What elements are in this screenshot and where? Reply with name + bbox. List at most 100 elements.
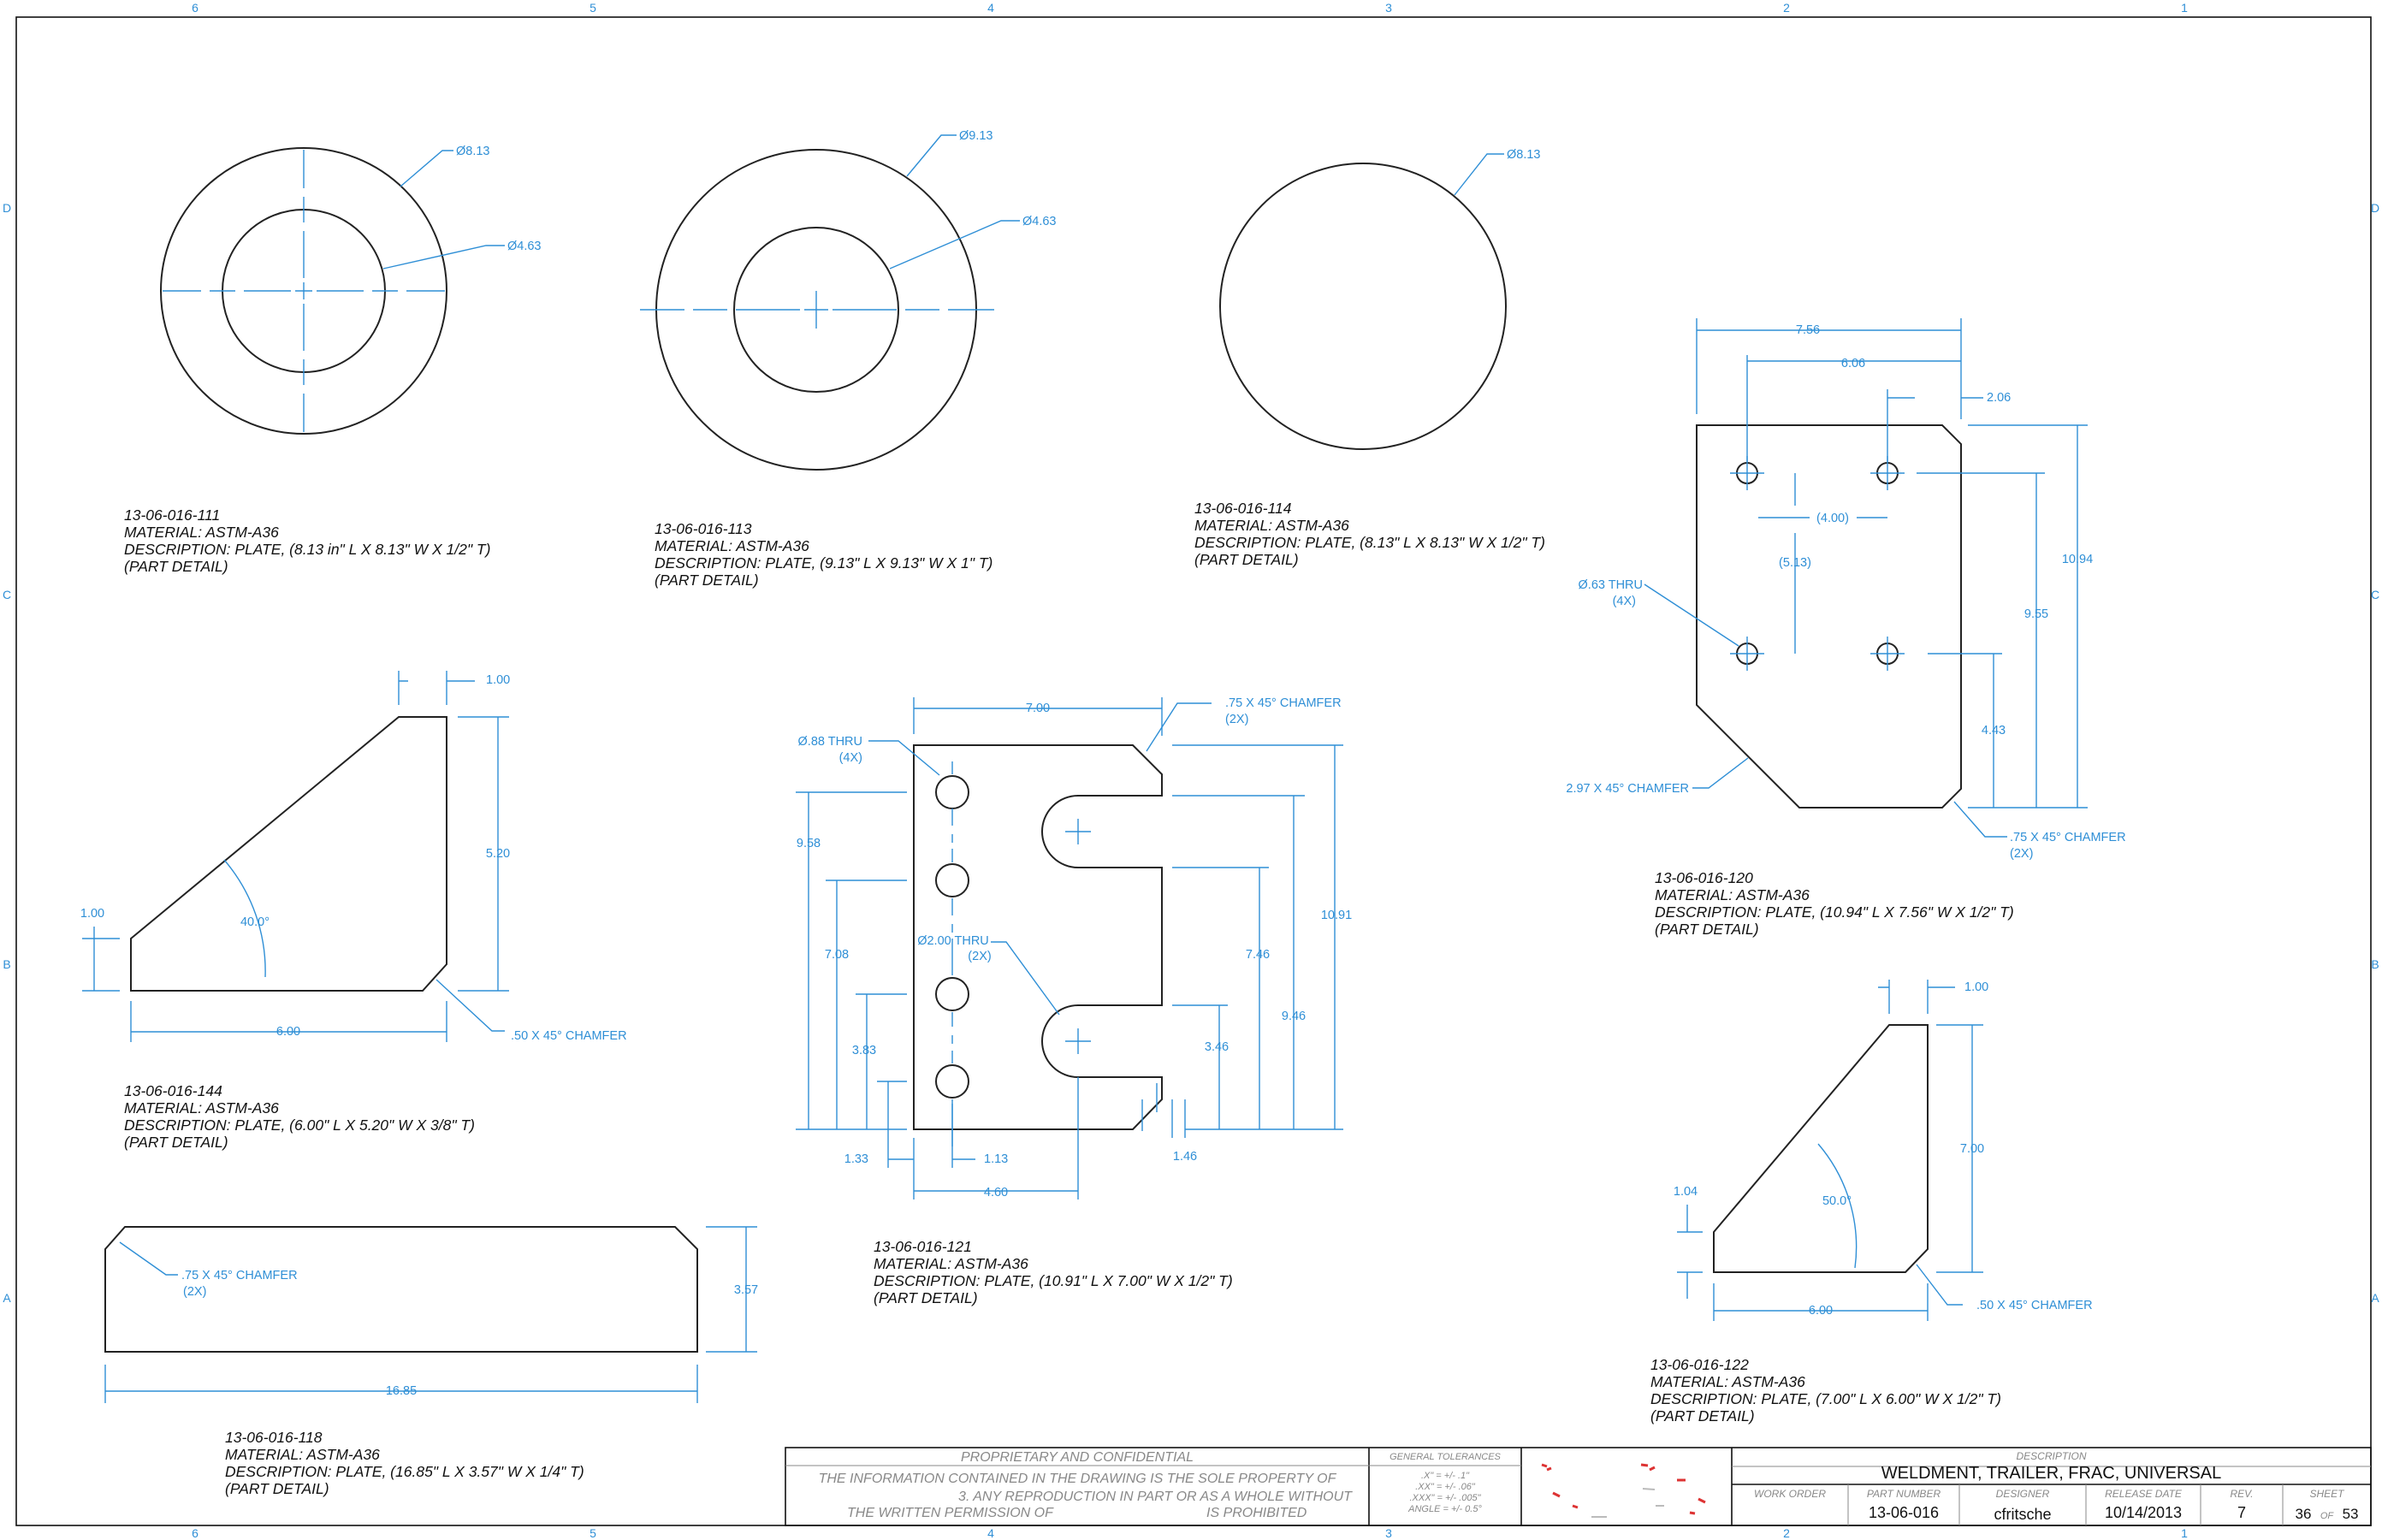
zone-row-c-left: C xyxy=(3,588,11,601)
part-113-dim-inner: Ø4.63 xyxy=(1022,215,1057,228)
part-121-dim-113: 1.13 xyxy=(984,1152,1008,1166)
tolerance-4: ANGLE = +/- 0.5° xyxy=(1408,1504,1482,1514)
part-121-hole88: Ø.88 THRU xyxy=(798,735,862,749)
part-121-hole88-qty: (4X) xyxy=(839,751,862,765)
part-122-chamfer: .50 X 45° CHAMFER xyxy=(1976,1299,2093,1312)
part-122-dim-width: 6.00 xyxy=(1809,1304,1833,1318)
part-113-number: 13-06-016-113 xyxy=(655,520,752,537)
part-122-number: 13-06-016-122 xyxy=(1650,1356,1749,1373)
part-111-centerlines xyxy=(163,150,445,432)
part-144-dim-height: 5.20 xyxy=(486,847,510,861)
part-120-material: MATERIAL: ASTM-A36 xyxy=(1655,886,1810,903)
part-120-holes xyxy=(1730,456,1905,671)
part-120-chamfer-small-leader xyxy=(1953,801,2007,838)
part-121-centerlines xyxy=(951,761,1091,1199)
part-120-label: 13-06-016-120 MATERIAL: ASTM-A36 DESCRIP… xyxy=(1655,869,2014,938)
part-113-dim-outer: Ø9.13 xyxy=(959,129,993,143)
zone-col-5-top: 5 xyxy=(590,1,596,15)
part-120-chamfer-small-qty: (2X) xyxy=(2010,847,2033,861)
part-144-material: MATERIAL: ASTM-A36 xyxy=(124,1099,279,1116)
zone-col-2-top: 2 xyxy=(1783,1,1790,15)
part-114-circle xyxy=(1219,163,1507,450)
part-120-outline xyxy=(1696,424,1962,808)
part-113-detail: (PART DETAIL) xyxy=(655,572,759,589)
zone-row-a-right: A xyxy=(2371,1291,2379,1305)
part-113-centerlines xyxy=(640,291,994,329)
part-120-dim-606: 6.06 xyxy=(1841,357,1865,370)
drawing-description: WELDMENT, TRAILER, FRAC, UNIVERSAL xyxy=(1881,1464,2222,1483)
zone-row-b-right: B xyxy=(2371,957,2379,971)
zone-col-3-bottom: 3 xyxy=(1385,1526,1392,1540)
part-113-leader-outer xyxy=(906,134,957,177)
part-121-hole88-leader xyxy=(868,740,940,776)
sheet-number: 36 xyxy=(2295,1506,2312,1522)
part-113-inner-circle xyxy=(733,227,899,393)
part-120-dims xyxy=(1696,318,2088,808)
part-118-view: .75 X 45° CHAMFER (2X) 3.57 16.85 xyxy=(104,1226,758,1403)
part-121-dims xyxy=(796,697,1343,1199)
part-121-dim-708: 7.08 xyxy=(825,948,849,962)
part-120-dim-400: (4.00) xyxy=(1816,512,1849,525)
part-114-leader xyxy=(1454,153,1504,196)
part-118-description: DESCRIPTION: PLATE, (16.85" L X 3.57" W … xyxy=(225,1463,584,1480)
zone-col-1-bottom: 1 xyxy=(2181,1526,2188,1540)
zone-col-2-bottom: 2 xyxy=(1783,1526,1790,1540)
part-121-dim-133: 1.33 xyxy=(844,1152,868,1166)
part-number-value: 13-06-016 xyxy=(1868,1504,1940,1521)
part-114-material: MATERIAL: ASTM-A36 xyxy=(1194,517,1349,534)
part-118-material: MATERIAL: ASTM-A36 xyxy=(225,1446,380,1463)
part-114-dim-outer: Ø8.13 xyxy=(1507,148,1541,162)
part-114-number: 13-06-016-114 xyxy=(1194,500,1292,517)
part-122-dim-height: 7.00 xyxy=(1960,1142,1984,1156)
part-144-description: DESCRIPTION: PLATE, (6.00" L X 5.20" W X… xyxy=(124,1116,475,1134)
proprietary-line-1: THE INFORMATION CONTAINED IN THE DRAWING… xyxy=(818,1472,1336,1486)
zone-row-c-right: C xyxy=(2371,588,2379,601)
tolerance-2: .XX" = +/- .06" xyxy=(1415,1482,1475,1492)
part-111-dim-outer: Ø8.13 xyxy=(456,145,490,158)
part-122-view: 1.00 7.00 1.04 50.0° 6.00 .50 X 45° CHAM… xyxy=(1674,980,2093,1321)
sheet-heading: SHEET xyxy=(2309,1488,2344,1500)
part-111-detail: (PART DETAIL) xyxy=(124,558,228,575)
part-111-leader-inner xyxy=(382,245,505,270)
sheet-total: 53 xyxy=(2342,1506,2359,1522)
part-120-chamfer-leader xyxy=(1692,757,1749,789)
part-121-material: MATERIAL: ASTM-A36 xyxy=(874,1255,1028,1272)
zone-row-d-left: D xyxy=(3,201,11,215)
release-date-heading: RELEASE DATE xyxy=(2105,1488,2182,1500)
part-111-dim-inner: Ø4.63 xyxy=(507,240,542,253)
sheet-of: OF xyxy=(2320,1511,2334,1521)
part-121-chamfer-qty: (2X) xyxy=(1225,713,1248,726)
part-111-description: DESCRIPTION: PLATE, (8.13 in" L X 8.13" … xyxy=(124,541,491,558)
proprietary-line-2: 3. ANY REPRODUCTION IN PART OR AS A WHOL… xyxy=(958,1490,1352,1504)
part-122-dims xyxy=(1677,980,1983,1321)
part-120-dim-955: 9.55 xyxy=(2024,607,2048,621)
part-121-dim-460: 4.60 xyxy=(984,1186,1008,1199)
part-120-number: 13-06-016-120 xyxy=(1655,869,1753,886)
part-120-hole-callout: Ø.63 THRU xyxy=(1579,578,1643,592)
part-122-outline xyxy=(1713,1024,1929,1273)
part-111-material: MATERIAL: ASTM-A36 xyxy=(124,524,279,541)
part-111-number: 13-06-016-111 xyxy=(124,506,221,524)
part-121-dim-346: 3.46 xyxy=(1205,1040,1229,1054)
description-heading: DESCRIPTION xyxy=(2016,1450,2087,1462)
tolerance-3: .XXX" = +/- .005" xyxy=(1409,1493,1481,1503)
zone-col-4-top: 4 xyxy=(987,1,994,15)
part-144-chamfer: .50 X 45° CHAMFER xyxy=(511,1029,627,1043)
part-121-outline xyxy=(913,744,1163,1130)
part-120-dim-1094: 10.94 xyxy=(2062,553,2093,566)
part-114-description: DESCRIPTION: PLATE, (8.13" L X 8.13" W X… xyxy=(1194,534,1545,551)
part-120-description: DESCRIPTION: PLATE, (10.94" L X 7.56" W … xyxy=(1655,903,2014,921)
zone-col-5-bottom: 5 xyxy=(590,1526,596,1540)
part-121-dim-746: 7.46 xyxy=(1246,948,1270,962)
part-122-dim-top: 1.00 xyxy=(1964,980,1988,994)
part-122-material: MATERIAL: ASTM-A36 xyxy=(1650,1373,1805,1390)
part-111-label: 13-06-016-111 MATERIAL: ASTM-A36 DESCRIP… xyxy=(124,506,490,575)
part-120-detail: (PART DETAIL) xyxy=(1655,921,1759,938)
part-121-detail: (PART DETAIL) xyxy=(874,1289,978,1306)
part-121-view: 7.00 .75 X 45° CHAMFER (2X) Ø.88 THRU (4… xyxy=(796,696,1352,1199)
part-121-chamfer-leader xyxy=(1146,702,1212,752)
part-120-hole-leader xyxy=(1644,583,1739,647)
part-118-number: 13-06-016-118 xyxy=(225,1429,323,1446)
part-121-number: 13-06-016-121 xyxy=(874,1238,972,1255)
